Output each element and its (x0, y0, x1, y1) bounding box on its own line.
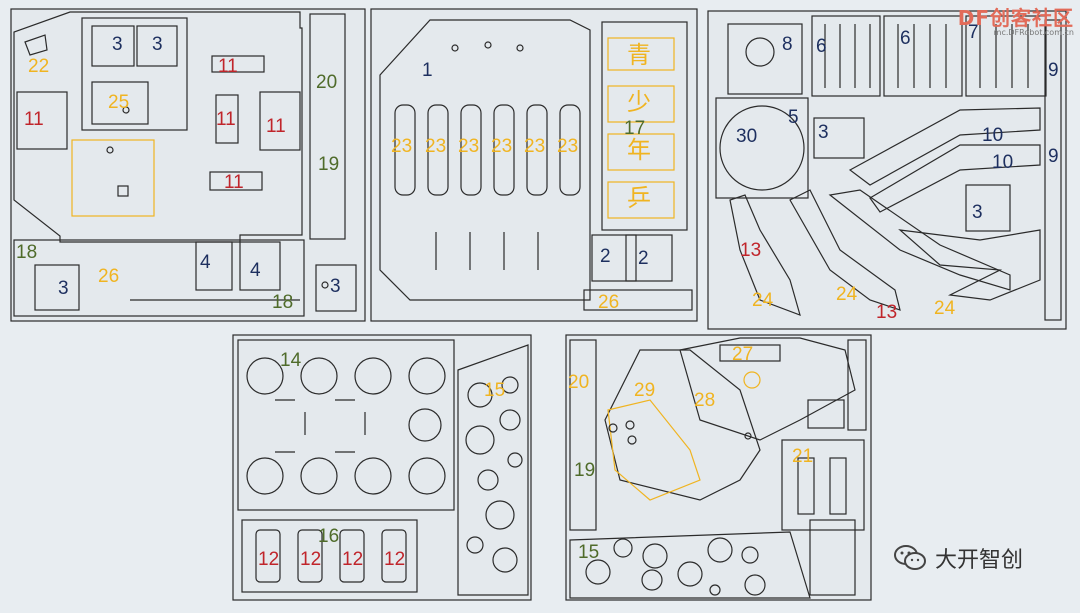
part-number-label: 10 (992, 152, 1013, 173)
part-number-label: 28 (694, 390, 715, 411)
part-number-label: 30 (736, 126, 757, 147)
part-number-label: 3 (818, 122, 829, 143)
watermark-title: DF创客社区 (957, 6, 1074, 30)
part-number-label: 19 (318, 154, 339, 175)
part-number-label: 18 (16, 242, 37, 263)
part-number-label: 27 (732, 344, 753, 365)
part-number-label: 11 (216, 109, 236, 130)
part-number-label: 24 (836, 284, 858, 305)
part-number-label: 24 (934, 298, 956, 319)
part-number-label: 15 (578, 542, 599, 563)
part-number-label: 3 (330, 276, 341, 297)
part-number-label: 21 (792, 446, 813, 467)
part-number-label: 29 (634, 380, 655, 401)
part-number-label: 11 (224, 172, 244, 193)
part-number-label: 12 (258, 549, 279, 570)
part-number-label: 25 (108, 92, 129, 113)
part-number-label: 4 (250, 260, 261, 281)
part-number-label: 6 (816, 36, 827, 57)
part-number-label: 22 (28, 56, 49, 77)
panel-e (565, 334, 872, 601)
part-number-label: 11 (218, 56, 238, 77)
brand-footer: 大开智创 (893, 542, 1023, 574)
part-number-label: 23 (391, 136, 412, 157)
part-number-label: 9 (1048, 146, 1059, 167)
part-number-label: 13 (740, 240, 761, 261)
part-number-label: 3 (152, 34, 163, 55)
part-number-label: 7 (968, 22, 979, 43)
part-number-label: 23 (524, 136, 545, 157)
part-number-label: 9 (1048, 60, 1059, 81)
part-number-label: 5 (788, 107, 799, 128)
part-number-label: 3 (112, 34, 123, 55)
part-number-label: 26 (98, 266, 119, 287)
part-number-label: 23 (458, 136, 479, 157)
part-number-label: 26 (598, 292, 619, 313)
part-number-label: 12 (300, 549, 321, 570)
part-number-label: 12 (384, 549, 405, 570)
part-number-label: 2 (638, 248, 649, 269)
part-number-label: 20 (316, 72, 337, 93)
part-number-label: 23 (425, 136, 446, 157)
panel-a (10, 8, 366, 322)
part-number-label: 12 (342, 549, 363, 570)
part-number-label: 19 (574, 460, 595, 481)
part-number-label: 15 (484, 380, 505, 401)
part-number-label: 11 (266, 116, 286, 137)
part-number-label: 14 (280, 350, 302, 371)
part-number-label: 6 (900, 28, 911, 49)
panel-b (370, 8, 698, 322)
part-number-label: 3 (58, 278, 69, 299)
part-number-label: 23 (491, 136, 512, 157)
part-number-label: 23 (557, 136, 578, 157)
part-number-label: 4 (200, 252, 211, 273)
engraved-character: 少 (627, 88, 651, 116)
part-number-label: 13 (876, 302, 897, 323)
wechat-icon (894, 545, 926, 570)
part-number-label: 3 (972, 202, 983, 223)
part-number-label: 24 (752, 290, 774, 311)
part-number-label: 10 (982, 125, 1003, 146)
part-number-label: 1 (422, 60, 433, 81)
part-number-label: 8 (782, 34, 793, 55)
panel-a-outline-part (13, 11, 303, 243)
part-number-label: 18 (272, 292, 293, 313)
part-number-label: 20 (568, 372, 589, 393)
engraved-character: 乒 (627, 184, 651, 212)
watermark-url: mc.DFRobot.com.cn (993, 28, 1074, 37)
part-number-label: 11 (24, 109, 44, 130)
part-number-label: 17 (624, 118, 645, 139)
part-number-label: 2 (600, 246, 611, 267)
part-number-label: 16 (318, 526, 339, 547)
engraved-character: 青 (627, 41, 651, 69)
watermark: DF创客社区 mc.DFRobot.com.cn (958, 2, 1074, 37)
engraved-character: 年 (627, 136, 651, 164)
brand-name: 大开智创 (935, 548, 1024, 573)
